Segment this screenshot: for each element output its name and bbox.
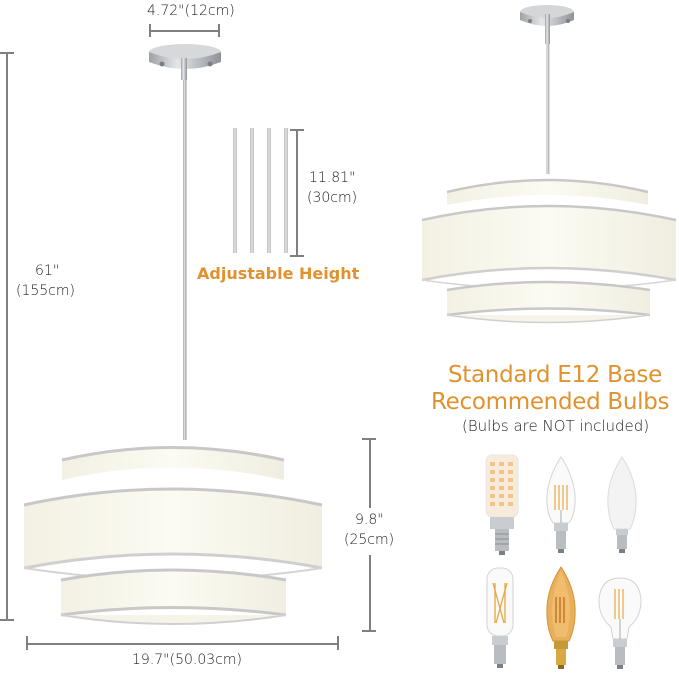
extension-rods-icon — [233, 128, 288, 253]
total-height-cm: (155cm) — [16, 283, 75, 299]
rod-length-cm: (30cm) — [307, 190, 358, 206]
shade-diameter-tick-right — [337, 636, 339, 650]
canopy-width-line — [149, 30, 219, 32]
shade-diameter-tick-left — [26, 636, 28, 650]
total-height-tick-bottom — [0, 619, 14, 621]
shade-height-tick-top — [362, 438, 376, 440]
frosted-candle-bulb-icon — [607, 456, 637, 553]
clear-candle-filament-bulb-icon — [546, 456, 576, 553]
pendant-preview-image — [421, 5, 677, 324]
rod-length-tick-bottom — [290, 255, 304, 257]
canopy-width-tick-right — [218, 24, 220, 37]
shade-diameter-label: 19.7"(50.03cm) — [132, 652, 242, 668]
main-canopy-icon — [149, 44, 221, 440]
total-height-tick-top — [0, 52, 14, 54]
main-lamp-shade — [23, 446, 323, 625]
shade-diameter-line — [26, 643, 339, 645]
bulb-note: (Bulbs are NOT included) — [462, 417, 650, 435]
shade-height-inches: 9.8" — [355, 512, 384, 528]
total-height-line — [6, 52, 8, 620]
shade-height-line-bottom — [369, 555, 371, 630]
globe-filament-bulb-icon — [598, 577, 642, 669]
canopy-width-tick-left — [149, 24, 151, 37]
rod-length-tick-top — [290, 129, 304, 131]
canopy-width-label: 4.72"(12cm) — [147, 3, 235, 19]
shade-height-cm: (25cm) — [344, 532, 395, 548]
bulb-heading-line2: Recommended Bulbs — [431, 389, 670, 415]
shade-height-line-top — [369, 438, 371, 508]
adjustable-height-label: Adjustable Height — [197, 264, 360, 283]
tubular-filament-bulb-icon — [486, 567, 514, 668]
total-height-inches: 61" — [35, 263, 60, 279]
rod-length-line — [296, 129, 298, 256]
led-corn-bulb-icon — [485, 454, 519, 555]
rod-length-inches: 11.81" — [309, 170, 356, 186]
shade-height-tick-bottom — [362, 630, 376, 632]
amber-candle-filament-bulb-icon — [546, 566, 576, 669]
bulb-heading-line1: Standard E12 Base — [448, 362, 662, 388]
